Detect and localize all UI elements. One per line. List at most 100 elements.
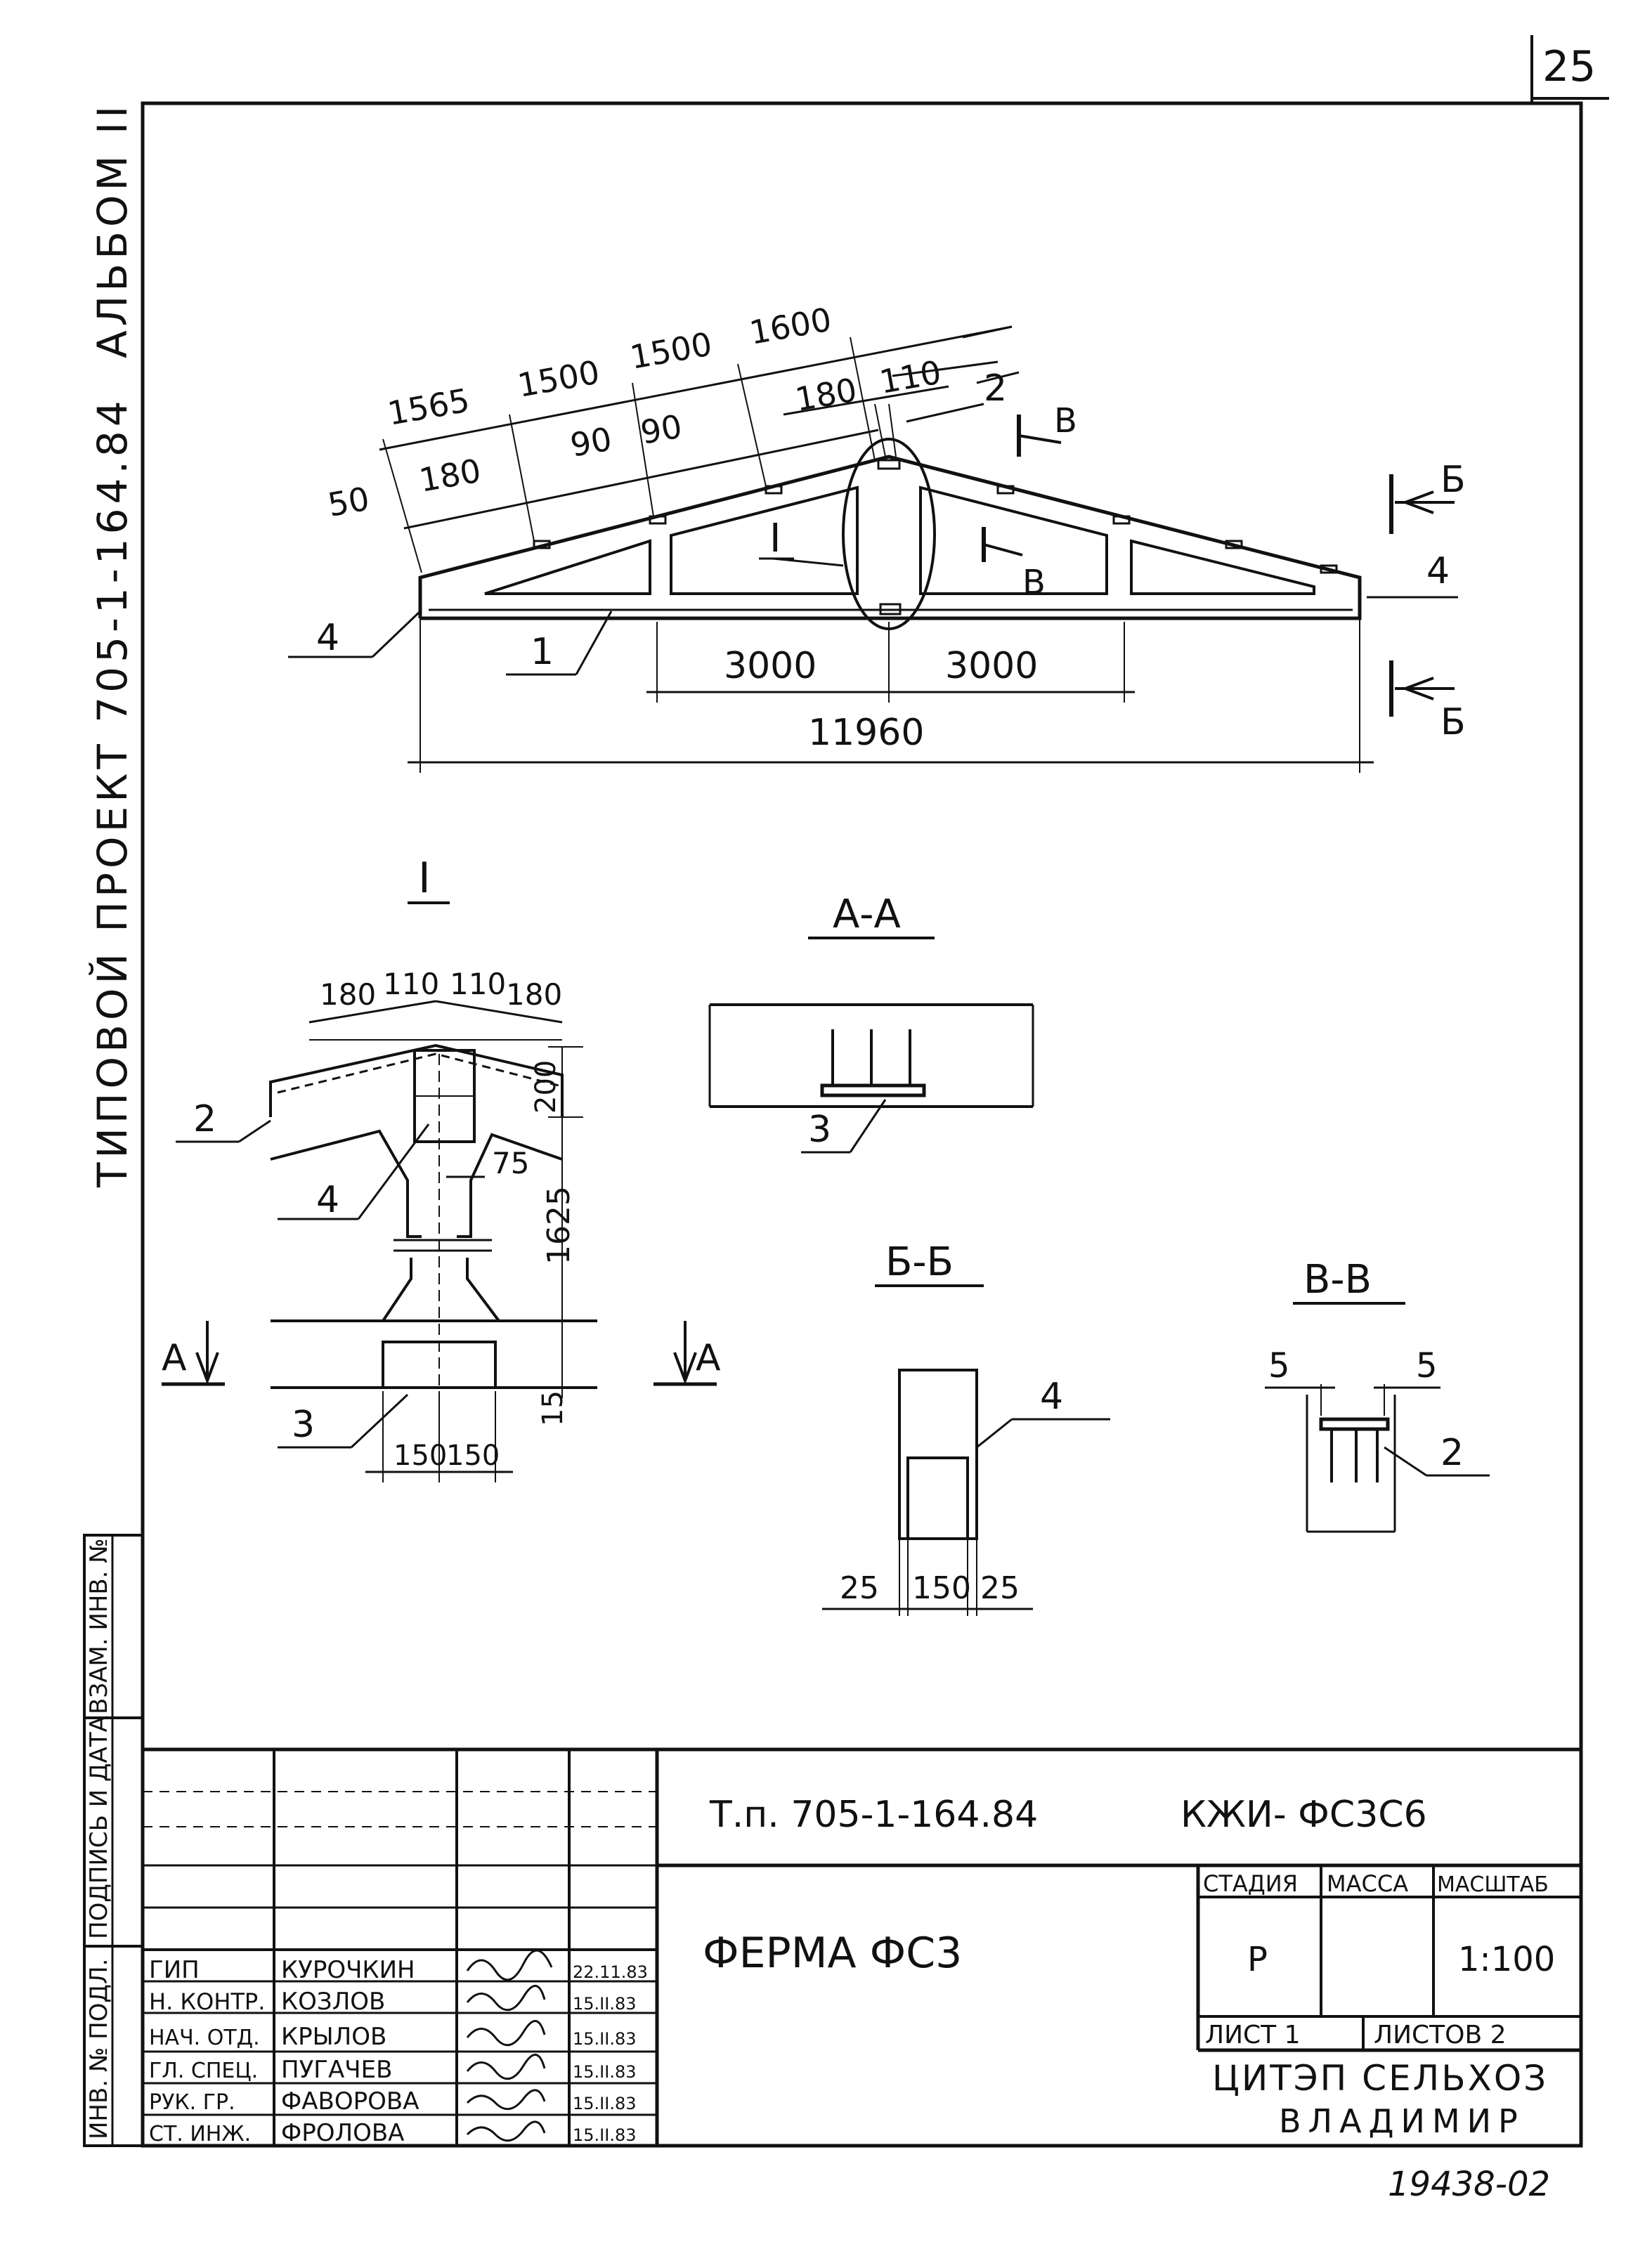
sheet-number: 25 (1542, 42, 1596, 91)
side-stamp: ИНВ. № ПОДЛ. ПОДПИСЬ И ДАТА ВЗАМ. ИНВ. № (83, 1534, 144, 2147)
dim-90-a: 90 (568, 419, 615, 464)
detail-I: I 180 110 110 180 200 1625 15 (162, 854, 721, 1482)
person-row: Н. КОНТР. КОЗЛОВ 15.II.83 (149, 1985, 637, 2016)
person-name: КОЗЛОВ (281, 1988, 385, 2016)
scale-value: 1:100 (1458, 1940, 1555, 1979)
person-role: РУК. ГР. (149, 2090, 235, 2115)
node-I-label: I (769, 516, 781, 561)
person-role: Н. КОНТР. (149, 1988, 265, 2015)
dim-1600: 1600 (747, 300, 835, 352)
dim-1500-b: 1500 (627, 325, 715, 377)
truss-opening-2 (670, 485, 859, 595)
side-stamp-inv: ИНВ. № ПОДЛ. (85, 1959, 113, 2139)
cut-v-mid: В (1022, 563, 1046, 602)
project-label: ТИПОВОЙ ПРОЕКТ 705-1-164.84 (88, 396, 136, 1188)
detail-cut-a-left: А (162, 1337, 187, 1379)
detail-pos2: 2 (193, 1098, 216, 1140)
dim-1500-a: 1500 (515, 353, 603, 405)
person-signature (466, 1949, 553, 1981)
person-signature (466, 1985, 546, 2012)
person-name: ФРОЛОВА (281, 2119, 404, 2147)
document-mark: КЖИ- ФС3С6 (1181, 1794, 1427, 1836)
section-bb-dim-25-right: 25 (980, 1570, 1020, 1606)
dim-50: 50 (325, 479, 372, 523)
detail-dim-180-right: 180 (506, 977, 562, 1012)
margin-labels: АЛЬБОМ II ТИПОВОЙ ПРОЕКТ 705-1-164.84 (88, 102, 136, 1188)
detail-dim-150-left: 150 (394, 1440, 447, 1472)
person-name: ПУГАЧЕВ (281, 2056, 392, 2084)
person-date: 15.II.83 (573, 2062, 637, 2082)
stage-value: Р (1247, 1940, 1268, 1979)
person-row: СТ. ИНЖ. ФРОЛОВА 15.II.83 (149, 2119, 637, 2147)
section-bb-pos4: 4 (1040, 1376, 1063, 1418)
person-date: 15.II.83 (573, 1994, 637, 2014)
person-row: ГИП КУРОЧКИН 22.11.83 (149, 1949, 648, 1984)
person-role: ГЛ. СПЕЦ. (149, 2059, 258, 2083)
elevation-pos2: 2 (984, 367, 1007, 410)
person-row: ГЛ. СПЕЦ. ПУГАЧЕВ 15.II.83 (149, 2054, 637, 2084)
truss-opening-1 (484, 539, 651, 595)
title-block: ГИП КУРОЧКИН 22.11.83 Н. КОНТР. КОЗЛОВ 1… (143, 1747, 1581, 2147)
section-bb: Б-Б 25 150 25 4 (822, 1239, 1110, 1616)
side-stamp-vzam: ВЗАМ. ИНВ. № (85, 1538, 113, 1714)
person-signature (466, 2054, 546, 2080)
sheets-label: ЛИСТОВ 2 (1374, 2021, 1507, 2049)
top-dimension-chain (379, 325, 1020, 573)
detail-dim-200: 200 (530, 1060, 562, 1114)
section-bb-title: Б-Б (885, 1239, 954, 1285)
embedded-plates (533, 459, 1338, 615)
section-aa-title: А-А (833, 892, 901, 937)
detail-dim-180-left: 180 (320, 977, 376, 1012)
detail-dim-75: 75 (492, 1146, 529, 1180)
person-date: 15.II.83 (573, 2029, 637, 2049)
dim-11960: 11960 (808, 712, 924, 754)
archive-number: 19438-02 (1388, 2165, 1550, 2204)
organization-line2: ВЛАДИМИР (1279, 2102, 1525, 2140)
detail-dim-15: 15 (537, 1390, 569, 1426)
truss-opening-3 (919, 485, 1108, 595)
detail-dim-1625: 1625 (541, 1186, 577, 1265)
section-aa: А-А 3 (708, 892, 1034, 1154)
person-row: НАЧ. ОТД. КРЫЛОВ 15.II.83 (149, 2020, 637, 2051)
person-date: 15.II.83 (573, 2094, 637, 2113)
elevation-pos4-left: 4 (316, 617, 339, 659)
mass-header: МАССА (1327, 1870, 1408, 1897)
section-bb-dim-150: 150 (912, 1570, 971, 1606)
section-bb-dim-25-left: 25 (840, 1570, 879, 1606)
sheet-label: ЛИСТ 1 (1205, 2021, 1300, 2049)
section-vv-title: В-В (1303, 1257, 1372, 1303)
dim-90-b: 90 (638, 407, 685, 451)
person-date: 22.11.83 (573, 1962, 648, 1982)
person-signature (466, 2089, 546, 2111)
person-name: КРЫЛОВ (281, 2023, 386, 2051)
drawing-name: ФЕРМА ФС3 (703, 1929, 962, 1978)
cut-b-top: Б (1440, 459, 1466, 501)
person-name: КУРОЧКИН (281, 1956, 415, 1984)
sheet-frame: 25 (141, 35, 1609, 2148)
detail-dim-110-right: 110 (450, 967, 506, 1001)
truss-opening-4 (1130, 539, 1315, 595)
dim-180-right: 180 (793, 370, 860, 418)
title-block-rows (143, 1791, 657, 2116)
detail-pos4: 4 (316, 1179, 339, 1221)
dim-110: 110 (877, 353, 944, 400)
person-role: ГИП (149, 1956, 200, 1984)
section-aa-pos3: 3 (808, 1109, 831, 1151)
elevation-pos1: 1 (531, 631, 554, 673)
person-name: ФАВОРОВА (281, 2087, 419, 2116)
dim-180-left: 180 (417, 451, 484, 499)
person-role: СТ. ИНЖ. (149, 2122, 251, 2146)
side-stamp-sign: ПОДПИСЬ И ДАТА (85, 1716, 113, 1939)
person-signature (466, 2120, 546, 2142)
album-label: АЛЬБОМ II (89, 102, 136, 358)
truss-elevation: I 50 180 1565 1500 90 90 1500 1600 180 1… (288, 300, 1466, 773)
document-code: Т.п. 705-1-164.84 (709, 1794, 1038, 1836)
scale-header: МАСШТАБ (1437, 1872, 1549, 1897)
section-vv-pos2: 2 (1440, 1432, 1464, 1474)
section-vv: В-В 5 5 2 (1265, 1257, 1490, 1533)
elevation-pos4-right: 4 (1426, 550, 1450, 592)
cut-v-top: В (1054, 401, 1077, 441)
person-row: РУК. ГР. ФАВОРОВА 15.II.83 (149, 2087, 637, 2116)
section-vv-dim-5-left: 5 (1268, 1346, 1290, 1386)
